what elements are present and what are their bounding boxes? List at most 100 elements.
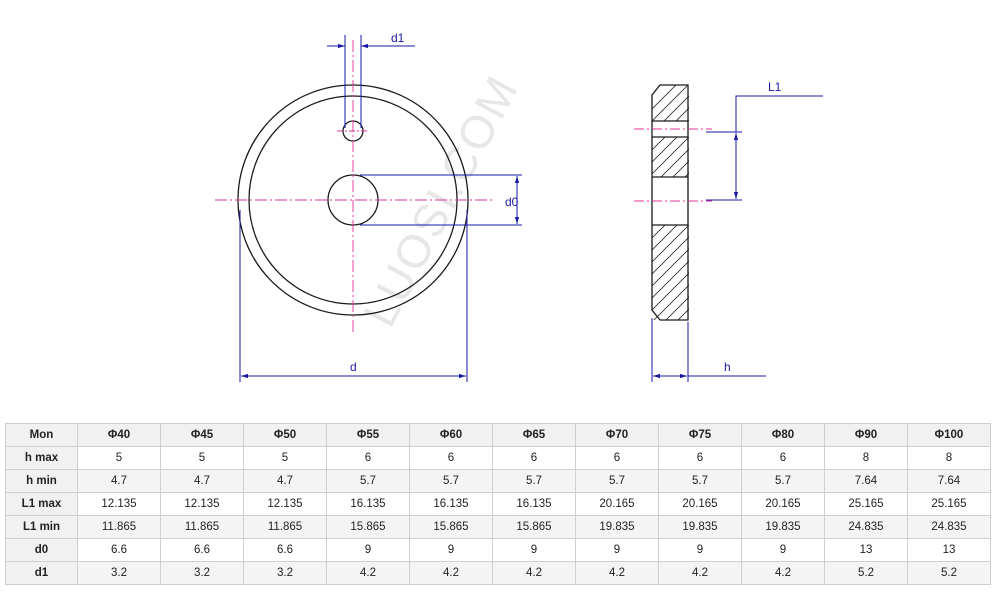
table-cell: 5.7 — [741, 469, 825, 493]
table-cell: 12.135 — [77, 492, 161, 516]
side-outline — [651, 84, 689, 321]
table-cell: 9 — [409, 538, 493, 562]
table-cell: 25.165 — [824, 492, 908, 516]
table-cell: 3.2 — [77, 561, 161, 585]
row-label: h min — [5, 469, 78, 493]
d-label: d — [350, 360, 357, 374]
table-cell: 6 — [575, 446, 659, 470]
table-cell: 6.6 — [77, 538, 161, 562]
table-cell: 12.135 — [160, 492, 244, 516]
table-cell: 6 — [741, 446, 825, 470]
table-cell: 5.7 — [492, 469, 576, 493]
column-header: Φ40 — [77, 423, 161, 447]
table-cell: 13 — [824, 538, 908, 562]
table-cell: 5.7 — [409, 469, 493, 493]
table-cell: 6.6 — [160, 538, 244, 562]
column-header: Φ55 — [326, 423, 410, 447]
table-cell: 3.2 — [243, 561, 327, 585]
watermark: LUOSI.COM — [353, 66, 529, 334]
table-cell: 8 — [824, 446, 908, 470]
table-cell: 7.64 — [907, 469, 991, 493]
d0-label: d0 — [505, 195, 519, 209]
table-cell: 16.135 — [409, 492, 493, 516]
row-label: d0 — [5, 538, 78, 562]
table-cell: 9 — [575, 538, 659, 562]
table-cell: 5.7 — [658, 469, 742, 493]
table-cell: 16.135 — [492, 492, 576, 516]
table-cell: 6 — [409, 446, 493, 470]
column-header: Φ90 — [824, 423, 908, 447]
row-label: h max — [5, 446, 78, 470]
table-cell: 9 — [326, 538, 410, 562]
table-cell: 5.2 — [907, 561, 991, 585]
side-view: L1 h — [634, 80, 823, 382]
table-cell: 9 — [741, 538, 825, 562]
column-header: Φ45 — [160, 423, 244, 447]
table-cell: 5.7 — [575, 469, 659, 493]
table-cell: 5.2 — [824, 561, 908, 585]
row-label: L1 max — [5, 492, 78, 516]
table-cell: 5 — [160, 446, 244, 470]
table-cell: 25.165 — [907, 492, 991, 516]
table-cell: 8 — [907, 446, 991, 470]
column-header: Φ60 — [409, 423, 493, 447]
column-header: Φ75 — [658, 423, 742, 447]
table-cell: 15.865 — [492, 515, 576, 539]
table-cell: 4.2 — [409, 561, 493, 585]
technical-drawing: LUOSI.COM d1 d0 d — [215, 31, 823, 382]
row-label: L1 min — [5, 515, 78, 539]
table-cell: 11.865 — [77, 515, 161, 539]
table-cell: 20.165 — [658, 492, 742, 516]
table-cell: 3.2 — [160, 561, 244, 585]
column-header: Φ80 — [741, 423, 825, 447]
table-cell: 15.865 — [326, 515, 410, 539]
table-cell: 4.2 — [741, 561, 825, 585]
row-label: d1 — [5, 561, 78, 585]
d1-label: d1 — [391, 31, 405, 45]
L1-label: L1 — [768, 80, 782, 94]
table-cell: 9 — [658, 538, 742, 562]
table-cell: 5.7 — [326, 469, 410, 493]
table-cell: 4.2 — [492, 561, 576, 585]
table-cell: 19.835 — [575, 515, 659, 539]
table-cell: 11.865 — [160, 515, 244, 539]
column-header: Φ100 — [907, 423, 991, 447]
table-cell: 6 — [492, 446, 576, 470]
table-cell: 4.7 — [160, 469, 244, 493]
corner-header: Mon — [5, 423, 78, 447]
table-cell: 15.865 — [409, 515, 493, 539]
L1-leader — [735, 95, 823, 132]
table-cell: 19.835 — [658, 515, 742, 539]
table-cell: 11.865 — [243, 515, 327, 539]
table-cell: 6.6 — [243, 538, 327, 562]
table-cell: 20.165 — [575, 492, 659, 516]
column-header: Φ70 — [575, 423, 659, 447]
hatch-upper — [652, 85, 689, 121]
table-cell: 4.2 — [326, 561, 410, 585]
table-cell: 13 — [907, 538, 991, 562]
table-cell: 6 — [326, 446, 410, 470]
table-cell: 16.135 — [326, 492, 410, 516]
table-cell: 19.835 — [741, 515, 825, 539]
hatch-middle — [652, 137, 689, 177]
table-cell: 4.7 — [243, 469, 327, 493]
table-cell: 24.835 — [907, 515, 991, 539]
hatch-lower — [652, 225, 689, 320]
column-header: Φ50 — [243, 423, 327, 447]
table-cell: 4.2 — [575, 561, 659, 585]
table-cell: 5 — [77, 446, 161, 470]
column-header: Φ65 — [492, 423, 576, 447]
table-cell: 9 — [492, 538, 576, 562]
table-cell: 24.835 — [824, 515, 908, 539]
table-cell: 6 — [658, 446, 742, 470]
h-label: h — [724, 360, 731, 374]
table-cell: 5 — [243, 446, 327, 470]
